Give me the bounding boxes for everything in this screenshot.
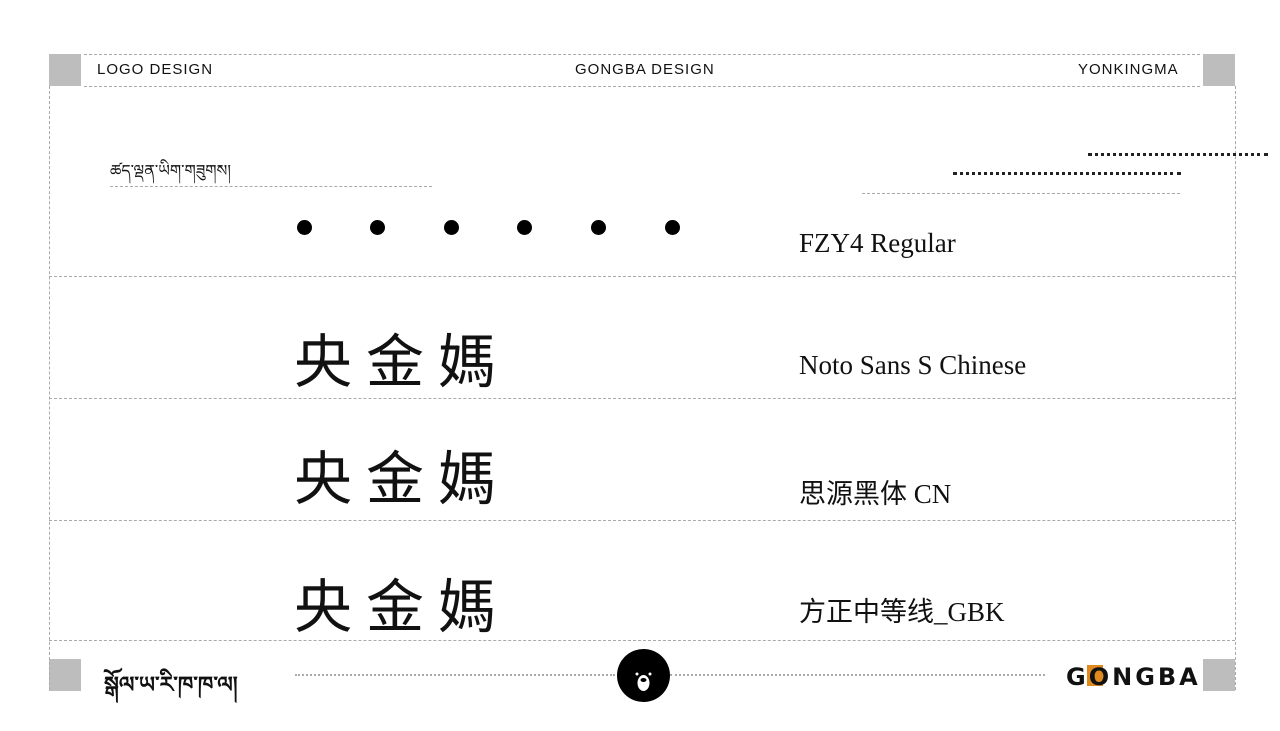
row-divider <box>49 276 1235 277</box>
row-divider <box>49 398 1235 399</box>
footer-dotted-line-right <box>670 674 1045 676</box>
frame-right-line <box>1235 86 1236 690</box>
sample-dot <box>517 220 532 235</box>
gongba-logo: GONGBA <box>1066 663 1201 691</box>
font-sample-2: 央金媽 <box>294 328 511 396</box>
header-center: GONGBA DESIGN <box>575 61 715 78</box>
footer-dotted-line-left <box>295 674 615 676</box>
sample-dot <box>297 220 312 235</box>
corner-square-tr <box>1203 54 1235 86</box>
row-divider <box>49 640 1235 641</box>
gongba-logo-text: GONGBA <box>1066 663 1201 691</box>
font-sample-3: 央金媽 <box>294 445 511 513</box>
sample-dot <box>370 220 385 235</box>
frame-left-line <box>49 86 50 690</box>
row-divider <box>49 520 1235 521</box>
font-name-3: 思源黑体 CN <box>799 479 952 509</box>
corner-square-bl <box>49 659 81 691</box>
sample-dot <box>591 220 606 235</box>
tibetan-caption: ཚད་ལྡན་ཡིག་གཟུགས། <box>110 163 231 180</box>
font-name-1: FZY4 Regular <box>799 228 956 258</box>
dog-logo-icon <box>617 649 670 702</box>
dotted-ornament-top <box>1088 153 1268 156</box>
font-name-4: 方正中等线_GBK <box>799 597 1005 627</box>
gongba-logo-accent <box>1087 665 1103 686</box>
corner-square-tl <box>49 54 81 86</box>
header-left: LOGO DESIGN <box>97 61 214 78</box>
sample-dot <box>444 220 459 235</box>
header-right: YONKINGMA <box>1078 61 1179 78</box>
font-name-2: Noto Sans S Chinese <box>799 350 1027 380</box>
header-bottom-line <box>84 86 1200 87</box>
caption-underline <box>110 186 432 187</box>
header-top-line <box>84 54 1200 55</box>
font-sample-4: 央金媽 <box>294 573 511 641</box>
ornament-underline <box>862 193 1180 194</box>
tibetan-logo: སྒོལ་ཡ་རི་ཁ་ཁ་ལ། <box>104 672 238 697</box>
dotted-ornament-mid <box>953 172 1181 175</box>
corner-square-br <box>1203 659 1235 691</box>
sample-dot <box>665 220 680 235</box>
